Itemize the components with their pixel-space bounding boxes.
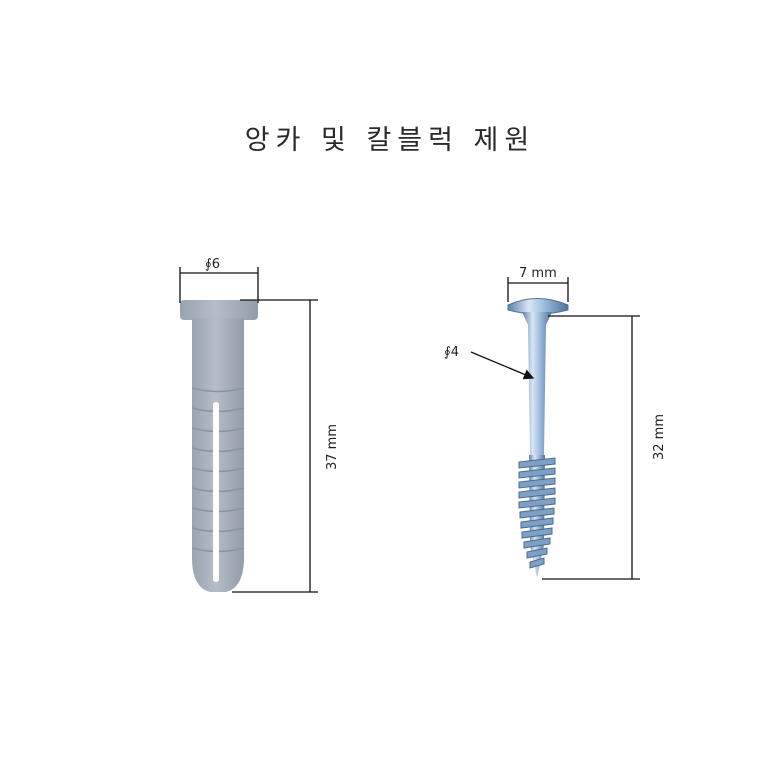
plastic-anchor	[180, 300, 258, 592]
anchor-diameter-dimension	[179, 267, 259, 303]
screw-length-label: 32 mm	[652, 414, 667, 460]
anchor-head	[180, 300, 258, 320]
anchor-length-dimension	[232, 299, 318, 593]
screw-head-width-label: 7 mm	[519, 266, 557, 281]
screw-shank	[522, 312, 552, 455]
screw-length-dimension	[542, 315, 640, 580]
screw	[507, 298, 569, 578]
page-title: 앙카 및 칼블럭 제원	[244, 125, 536, 156]
anchor-slot	[213, 402, 219, 582]
screw-head-dimension	[507, 277, 569, 302]
screw-diameter-leader	[470, 351, 535, 380]
screw-threads	[518, 457, 556, 569]
screw-head	[507, 298, 569, 315]
anchor-length-label: 37 mm	[325, 424, 340, 470]
screw-diameter-label: ∮4	[444, 345, 459, 360]
anchor-diameter-label: ∮6	[205, 257, 220, 272]
